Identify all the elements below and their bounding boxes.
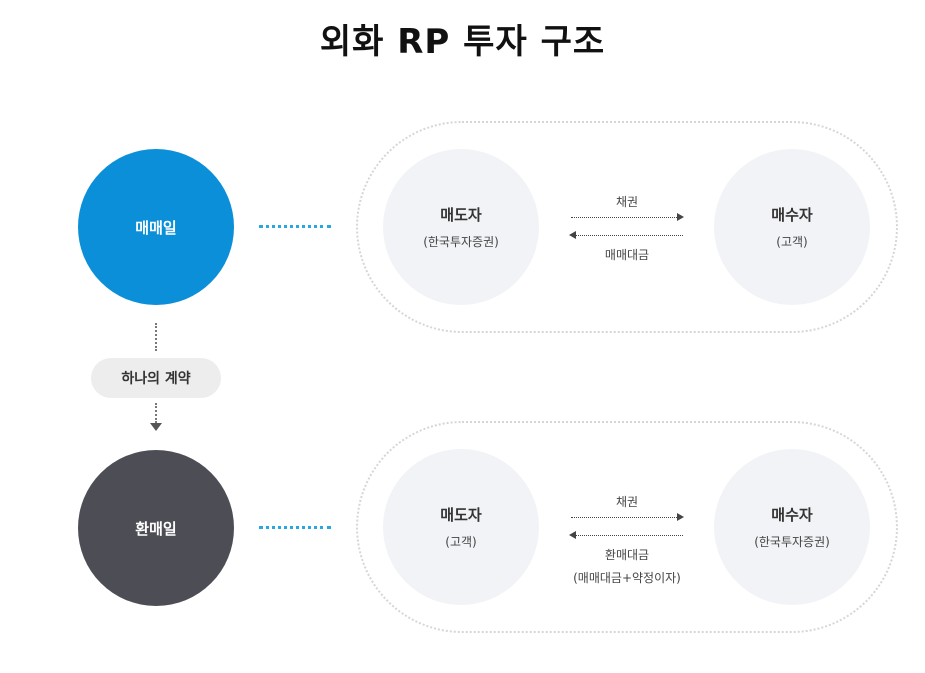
purchase-seller-detail: (한국투자증권) [423,235,499,249]
purchase-connector [259,225,331,228]
repurchase-seller-name: 매도자 [440,506,482,524]
repurchase-buyer-name: 매수자 [771,506,813,524]
repurchase-seller-detail: (고객) [445,535,477,549]
diagram-title: 외화 RP 투자 구조 [319,22,606,62]
repurchase-group [356,421,898,633]
repurchase-flow-back-line [576,535,683,536]
purchase-flow-forward-label: 채권 [615,195,639,209]
purchase-date-circle: 매매일 [78,149,234,305]
repurchase-connector [259,526,331,529]
contract-line-top [155,323,157,351]
repurchase-date-label: 환매일 [135,519,177,538]
contract-badge: 하나의 계약 [91,358,221,398]
repurchase-date-circle: 환매일 [78,450,234,606]
repurchase-flow-forward-label: 채권 [615,495,639,509]
arrow-left-icon [569,531,576,539]
purchase-buyer-detail: (고객) [776,235,808,249]
repurchase-buyer-detail: (한국투자증권) [754,535,830,549]
purchase-group [356,121,898,333]
purchase-flow-back-line [576,235,683,236]
contract-line-bottom [155,403,157,423]
purchase-buyer-name: 매수자 [771,206,813,224]
repurchase-buyer: 매수자 (한국투자증권) [714,449,870,605]
purchase-date-label: 매매일 [135,218,177,237]
arrow-right-icon [677,513,684,521]
repurchase-flow-back-detail: (매매대금+약정이자) [573,571,681,585]
purchase-buyer: 매수자 (고객) [714,149,870,305]
purchase-flow-back-label: 매매대금 [604,248,650,262]
purchase-seller: 매도자 (한국투자증권) [383,149,539,305]
purchase-seller-name: 매도자 [440,206,482,224]
repurchase-seller: 매도자 (고객) [383,449,539,605]
repurchase-flow-forward-line [571,517,677,518]
arrow-down-icon [150,423,162,431]
repurchase-flow-back-label: 환매대금 [604,548,650,562]
purchase-flow-forward-line [571,217,677,218]
arrow-left-icon [569,231,576,239]
arrow-right-icon [677,213,684,221]
